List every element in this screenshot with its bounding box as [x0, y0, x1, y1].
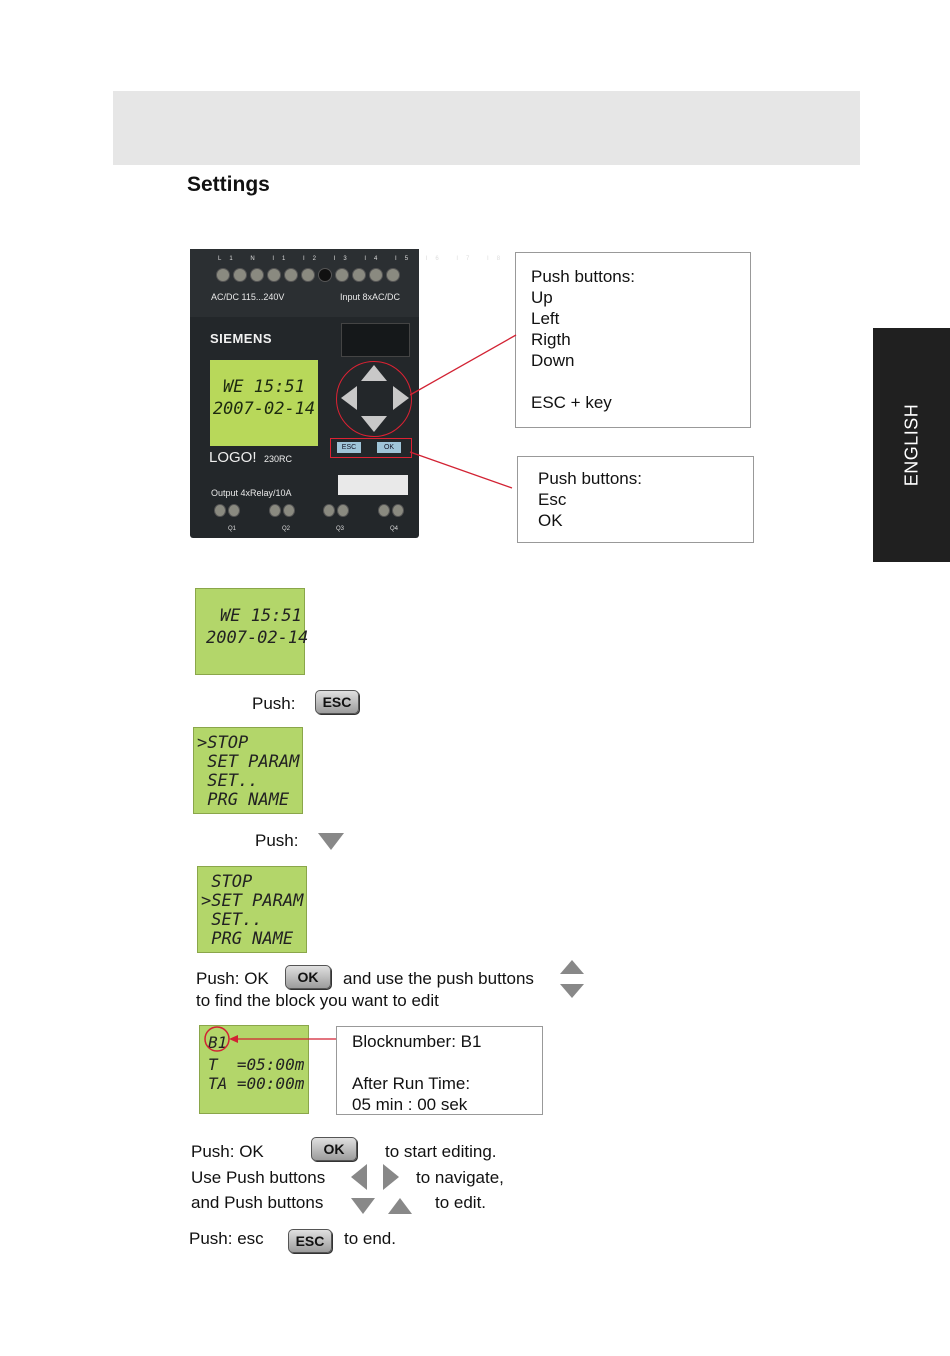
device-label-window: [338, 475, 408, 495]
right-arrow-icon: [393, 386, 409, 410]
supply-label: AC/DC 115...240V: [211, 292, 285, 302]
device-lcd: WE 15:51 2007-02-14: [210, 360, 318, 446]
header-bar: [113, 91, 860, 165]
final-push-esc-label: Push: esc: [189, 1229, 264, 1248]
final-navigate-text: to navigate,: [416, 1168, 504, 1187]
step3-push-label: Push: OK: [196, 969, 269, 988]
device-top-terminal-block: [190, 249, 419, 317]
final-use-text: Use Push buttons: [191, 1168, 326, 1187]
lcd-screen-menu-stop: >STOP SET PARAM SET.. PRG NAME: [193, 727, 303, 814]
q-label: Q3: [335, 526, 344, 532]
esc-button: ESC: [315, 690, 359, 714]
step2-push-label: Push:: [255, 831, 299, 850]
nav-buttons-highlight: [336, 361, 412, 437]
down-arrow-icon: [361, 416, 387, 432]
q-label: Q2: [281, 526, 290, 532]
block-info-callout: Blocknumber: B1 After Run Time: 05 min :…: [336, 1026, 543, 1115]
device-window: [341, 323, 410, 357]
q-label: Q4: [389, 526, 398, 532]
lcd-screen-menu-set-param: STOP >SET PARAM SET.. PRG NAME: [197, 866, 307, 953]
brand-label: SIEMENS: [210, 331, 273, 346]
terminal-labels: L1 N I1 I2 I3 I4 I5 I6 I7 I8: [218, 256, 509, 262]
ok-button: OK: [311, 1137, 357, 1161]
down-arrow-icon: [351, 1198, 375, 1214]
up-arrow-icon: [560, 960, 584, 974]
right-arrow-icon: [383, 1164, 399, 1190]
final-edit-text: to edit.: [435, 1193, 487, 1212]
down-arrow-icon: [318, 833, 344, 850]
step1-push-label: Push:: [252, 694, 296, 713]
device-lcd-line1: WE 15:51: [223, 377, 305, 397]
device-esc-key: ESC: [337, 442, 361, 453]
input-label: Input 8xAC/DC: [340, 292, 401, 302]
device-ok-key: OK: [377, 442, 401, 453]
section-title: Settings: [187, 173, 270, 196]
step3-instruction: to find the block you want to edit: [196, 991, 439, 1010]
device-lcd-line2: 2007-02-14: [212, 399, 316, 419]
output-q-labels: Q1 Q2 Q3 Q4: [228, 526, 398, 532]
left-arrow-icon: [351, 1164, 367, 1190]
output-label: Output 4xRelay/10A: [211, 488, 292, 498]
final-and-text: and Push buttons: [191, 1193, 324, 1212]
output-terminals: [214, 504, 404, 518]
input-terminals: [216, 268, 406, 284]
step3-text: and use the push buttons: [343, 969, 534, 988]
esc-ok-callout: Push buttons: Esc OK: [517, 456, 754, 543]
esc-ok-highlight: ESC OK: [330, 438, 412, 458]
final-push-ok-label: Push: OK: [191, 1142, 264, 1161]
up-arrow-icon: [361, 365, 387, 381]
model-sub: 230RC: [264, 454, 293, 464]
ok-button: OK: [285, 965, 331, 989]
final-end-text: to end.: [344, 1229, 396, 1248]
final-start-text: to start editing.: [385, 1142, 497, 1161]
left-arrow-icon: [341, 386, 357, 410]
lcd-screen-block-b1: B1 T =05:00m TA =00:00m: [199, 1025, 309, 1114]
language-tab: ENGLISH: [873, 328, 950, 562]
language-tab-label: ENGLISH: [901, 403, 921, 487]
down-arrow-icon: [560, 984, 584, 998]
q-label: Q1: [228, 526, 237, 532]
nav-buttons-callout: Push buttons: Up Left Rigth Down ESC + k…: [515, 252, 751, 428]
logo-device-image: L1 N I1 I2 I3 I4 I5 I6 I7 I8 AC/DC 115..…: [190, 249, 500, 538]
model-logo: LOGO!: [209, 449, 257, 466]
up-arrow-icon: [388, 1198, 412, 1214]
esc-button: ESC: [288, 1229, 332, 1253]
lcd-screen-datetime: WE 15:51 2007-02-14: [195, 588, 308, 675]
